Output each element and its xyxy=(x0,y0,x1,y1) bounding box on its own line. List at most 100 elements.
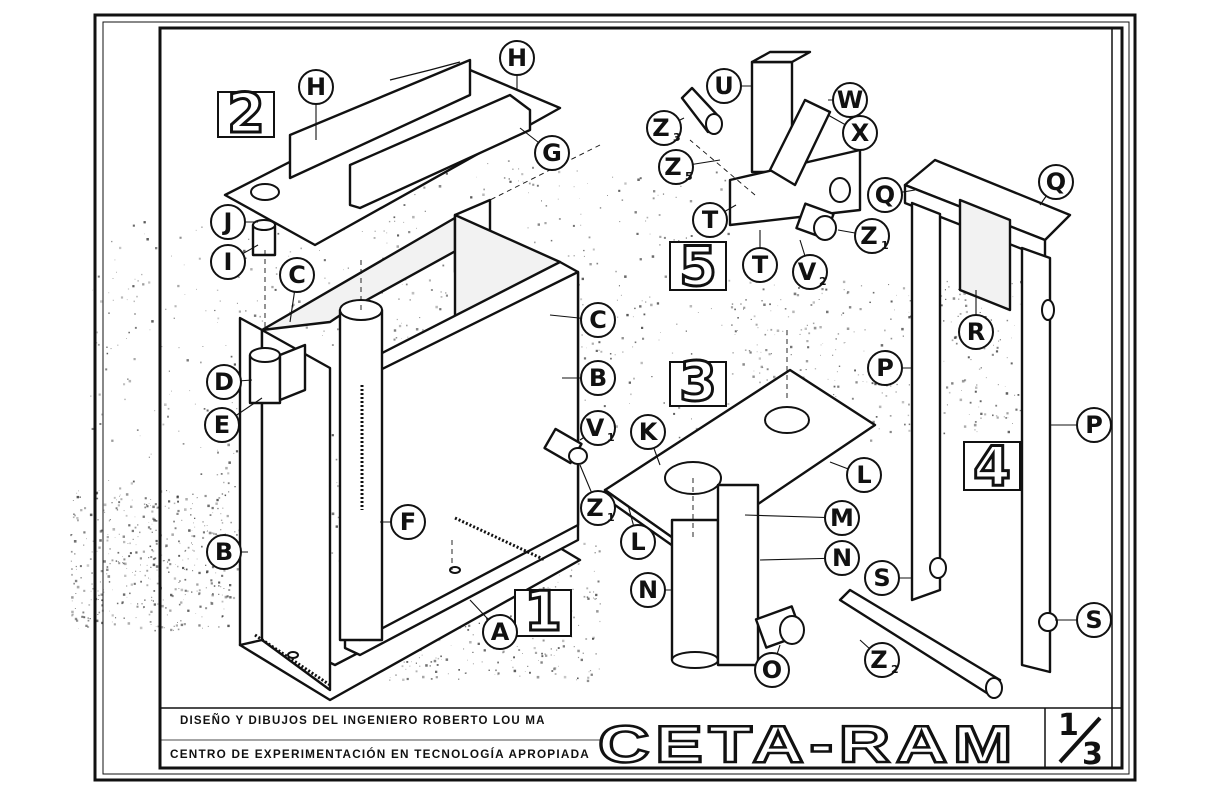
assembly-number-1: 1 xyxy=(524,580,562,643)
part-label-g: G xyxy=(542,139,562,167)
part-label-n: N xyxy=(638,576,658,604)
callout-circle xyxy=(1076,407,1112,443)
assembly-number-2: 2 xyxy=(227,82,265,145)
part-label-v: V xyxy=(586,414,605,442)
part-label-t: T xyxy=(702,206,719,234)
part-label-l: L xyxy=(630,528,645,556)
callout-circle xyxy=(580,360,616,396)
callout-circle xyxy=(867,177,903,213)
part-label-c: C xyxy=(589,306,607,334)
assembly-3-plate xyxy=(603,368,1003,699)
callout-circle xyxy=(854,218,890,254)
part-label-h: H xyxy=(507,44,527,72)
title-block: DISEÑO Y DIBUJOS DEL INGENIERO ROBERTO L… xyxy=(170,708,1103,775)
callout-circle xyxy=(630,572,666,608)
part-label-p: P xyxy=(1085,411,1103,439)
part-label-z: Z xyxy=(870,646,887,674)
part-label-subscript: 2 xyxy=(819,275,827,288)
part-label-f: F xyxy=(400,508,416,536)
callout-circle xyxy=(499,40,535,76)
callout-circle xyxy=(206,364,242,400)
callout-circle xyxy=(864,560,900,596)
callout-circle xyxy=(210,204,246,240)
callout-circle xyxy=(390,504,426,540)
part-label-x: X xyxy=(851,119,870,147)
part-label-h: H xyxy=(306,73,326,101)
assembly-number-4: 4 xyxy=(973,435,1011,498)
part-label-b: B xyxy=(589,364,607,392)
part-label-r: R xyxy=(967,318,985,346)
assembly-number-5: 5 xyxy=(679,235,717,298)
assembly-4-frame xyxy=(903,158,1072,674)
part-label-i: I xyxy=(224,248,233,276)
part-label-z: Z xyxy=(860,222,877,250)
callout-circle xyxy=(630,414,666,450)
part-label-subscript: 1 xyxy=(607,431,615,444)
callout-circle xyxy=(580,410,616,446)
callout-circle xyxy=(298,69,334,105)
sheet-border xyxy=(93,13,1137,782)
part-label-subscript: 2 xyxy=(891,663,899,676)
callout-circle xyxy=(206,534,242,570)
part-label-s: S xyxy=(873,564,890,592)
callout-circle xyxy=(846,457,882,493)
part-label-q: Q xyxy=(875,181,895,209)
callout-circle xyxy=(864,642,900,678)
callout-circle xyxy=(842,115,878,151)
callout-circle xyxy=(832,82,868,118)
callout-circle xyxy=(210,244,246,280)
callout-circle xyxy=(824,540,860,576)
callout-circle xyxy=(1076,602,1112,638)
callout-circle xyxy=(482,614,518,650)
part-label-u: U xyxy=(714,72,734,100)
part-label-w: W xyxy=(837,86,863,114)
part-label-e: E xyxy=(214,411,230,439)
callout-circle xyxy=(706,68,742,104)
part-label-t: T xyxy=(752,251,769,279)
part-label-d: D xyxy=(214,368,234,396)
callout-circle xyxy=(1038,164,1074,200)
callout-circle xyxy=(279,257,315,293)
part-label-s: S xyxy=(1085,606,1102,634)
part-label-c: C xyxy=(288,261,306,289)
part-label-subscript: 5 xyxy=(685,170,693,183)
callout-circle xyxy=(534,135,570,171)
part-label-l: L xyxy=(856,461,871,489)
credit-institution: CENTRO DE EXPERIMENTACIÓN EN TECNOLOGÍA … xyxy=(170,748,590,761)
callout-circle xyxy=(754,652,790,688)
callout-circle xyxy=(742,247,778,283)
assembly-number-3: 3 xyxy=(679,350,717,413)
callout-circle xyxy=(958,314,994,350)
callout-circle xyxy=(792,254,828,290)
assembly-1-housing xyxy=(238,198,588,702)
part-label-q: Q xyxy=(1046,168,1066,196)
part-label-b: B xyxy=(215,538,233,566)
callout-circle xyxy=(204,407,240,443)
callout-circle xyxy=(824,500,860,536)
part-label-n: N xyxy=(832,544,852,572)
part-label-m: M xyxy=(830,504,854,532)
part-label-subscript: 3 xyxy=(673,131,681,144)
callout-circle xyxy=(580,302,616,338)
part-label-j: J xyxy=(222,208,233,236)
callout-circle xyxy=(620,524,656,560)
callout-circle xyxy=(646,110,682,146)
part-label-o: O xyxy=(762,656,782,684)
part-label-subscript: 1 xyxy=(881,239,889,252)
callout-circle xyxy=(658,149,694,185)
part-label-z: Z xyxy=(664,153,681,181)
part-label-z: Z xyxy=(586,494,603,522)
part-label-v: V xyxy=(798,258,817,286)
assembly-5-bracket xyxy=(680,50,862,241)
part-label-a: A xyxy=(491,618,510,646)
callout-circle xyxy=(692,202,728,238)
assembly-2-top-plate xyxy=(223,58,562,257)
part-label-z: Z xyxy=(652,114,669,142)
brand-title: CETA-RAM xyxy=(598,716,1018,774)
credit-designer: DISEÑO Y DIBUJOS DEL INGENIERO ROBERTO L… xyxy=(180,714,546,727)
callout-circle xyxy=(867,350,903,386)
callout-circle xyxy=(580,490,616,526)
assembly-guide-lines xyxy=(264,139,788,570)
